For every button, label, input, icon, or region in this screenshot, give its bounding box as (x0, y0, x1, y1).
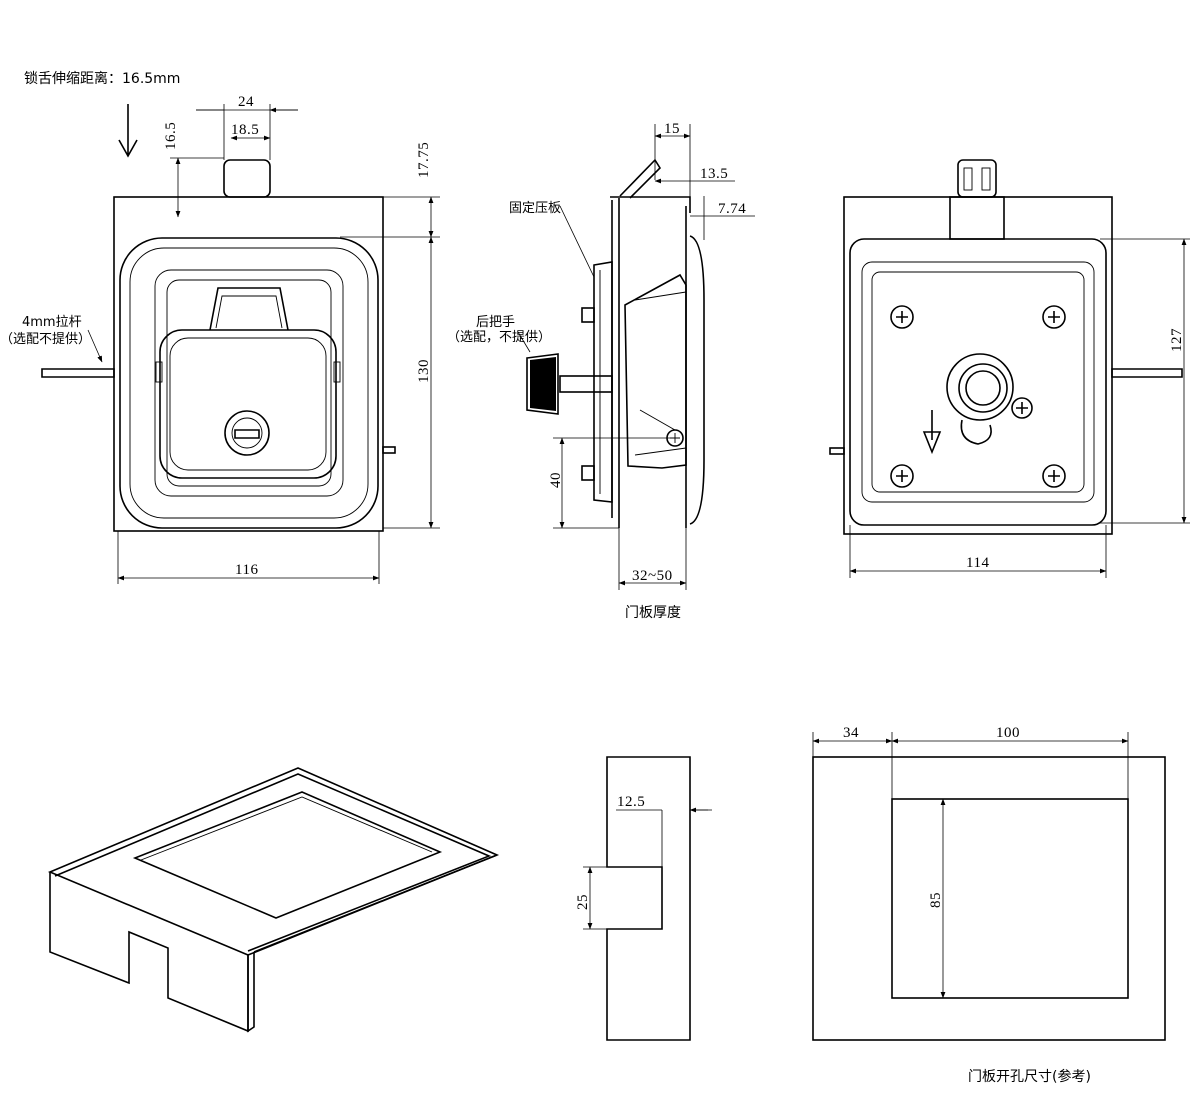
handle-grip (209, 287, 289, 331)
side-view: 固定压板 后把手 （选配，不提供） 15 13.5 7.74 (447, 121, 755, 621)
dim-18-5: 18.5 (231, 122, 259, 138)
door-thickness-label: 门板厚度 (625, 605, 681, 621)
iso-cutout-inner (140, 796, 433, 861)
screw-icon (890, 305, 1066, 488)
cutout-view: 34 100 85 门板开孔尺寸(参考) (812, 725, 1166, 1085)
dim-116: 116 (235, 562, 258, 578)
dim-ext-top (812, 732, 1129, 799)
dim-85: 85 (928, 892, 944, 908)
screw-bottom (581, 465, 595, 481)
spindle-hole (965, 370, 1001, 406)
rear-handle-leader (517, 331, 531, 353)
rear-handle-note-1: 后把手 (476, 315, 515, 330)
keyhole-icon (224, 410, 270, 456)
screw-top (581, 307, 595, 323)
iso-cutout (132, 791, 443, 919)
handle-grip-inner (215, 295, 283, 329)
front-view: 锁舌伸缩距离：16.5mm 24 18.5 16.5 (0, 70, 440, 584)
dim-17-75: 17.75 (416, 142, 432, 178)
cam-lever (960, 419, 992, 445)
fixing-plate-note: 固定压板 (509, 201, 561, 216)
handle-paddle-inner (169, 337, 327, 471)
mechanism-lines (634, 291, 687, 456)
dim-ext-32-50 (618, 528, 687, 590)
back-housing (843, 196, 1113, 535)
dim-32-50: 32~50 (632, 568, 673, 584)
rod-leader (87, 329, 103, 363)
back-plate-inner (871, 271, 1085, 493)
side-pin (382, 446, 396, 454)
back-plate-outer (861, 261, 1095, 503)
dim-25: 25 (575, 894, 591, 910)
bezel-inner (129, 247, 369, 519)
recess-outer (154, 269, 344, 497)
dim-line-7-74 (690, 196, 755, 240)
dim-ext-116 (117, 531, 380, 584)
housing-plate (113, 196, 384, 532)
back-pull-rod (1111, 368, 1183, 378)
dim-ext-127 (1100, 238, 1190, 524)
pivot-left (155, 361, 163, 383)
latch-tongue (223, 159, 271, 198)
back-tongue-guide (949, 196, 1005, 240)
back-view: 127 114 (829, 159, 1190, 578)
dim-15: 15 (664, 121, 680, 137)
dim-12-5: 12.5 (617, 794, 645, 810)
dim-16-5: 16.5 (163, 122, 179, 150)
dim-13-5: 13.5 (700, 166, 728, 182)
dim-130: 130 (416, 359, 432, 383)
bezel-side (689, 235, 705, 525)
iso-top-edge (54, 773, 492, 952)
door-panel (812, 756, 1166, 1041)
cam-screw-cross (1016, 402, 1028, 414)
handle-paddle (159, 329, 337, 479)
iso-top-face (47, 767, 500, 956)
mechanism-body (624, 273, 687, 469)
tongue-side (619, 158, 662, 199)
isometric-view (47, 767, 500, 1033)
pull-rod (41, 368, 115, 378)
dim-ext-25 (583, 866, 607, 930)
dim-24: 24 (238, 94, 254, 110)
direction-arrow-icon (922, 410, 942, 455)
dim-34: 34 (843, 725, 859, 741)
dim-7-74: 7.74 (718, 201, 746, 217)
rod-note-2: （选配不提供） (0, 331, 91, 347)
bezel-outer (119, 237, 379, 529)
section-view: 12.5 25 (575, 756, 712, 1041)
rear-handle-note-2: （选配，不提供） (447, 329, 551, 345)
back-tongue-slot-1 (963, 167, 973, 191)
dim-40: 40 (548, 472, 564, 488)
knob-shaft (559, 375, 613, 393)
back-side-pin (829, 447, 845, 455)
rear-knob-fill (530, 357, 556, 411)
dim-100: 100 (996, 725, 1020, 741)
back-bezel (849, 238, 1107, 526)
down-arrow-icon (118, 104, 138, 158)
rear-knob-icon (526, 353, 559, 415)
dim-127: 127 (1169, 328, 1185, 352)
fixing-plate-leader (559, 205, 595, 278)
back-tongue-slot-2 (981, 167, 991, 191)
iso-edge (247, 952, 255, 1033)
keyhole-ring (231, 417, 263, 449)
spindle-bearing (958, 363, 1008, 413)
key-slot (234, 429, 260, 439)
door-cutout (891, 798, 1129, 999)
iso-right-edge (253, 854, 498, 953)
dim-114: 114 (966, 555, 989, 571)
pivot-right (333, 361, 341, 383)
top-flange (610, 196, 691, 213)
rod-note-1: 4mm拉杆 (22, 315, 82, 330)
fixing-plate (593, 261, 613, 503)
recess-inner (166, 279, 332, 487)
cam-screw-icon (1011, 397, 1033, 419)
iso-front-face (49, 872, 249, 1033)
spindle-outer (946, 353, 1014, 421)
cutout-title: 门板开孔尺寸(参考) (968, 1068, 1091, 1085)
dim-ext-12-5 (661, 809, 712, 867)
tongue-travel-note: 锁舌伸缩距离：16.5mm (24, 70, 180, 87)
